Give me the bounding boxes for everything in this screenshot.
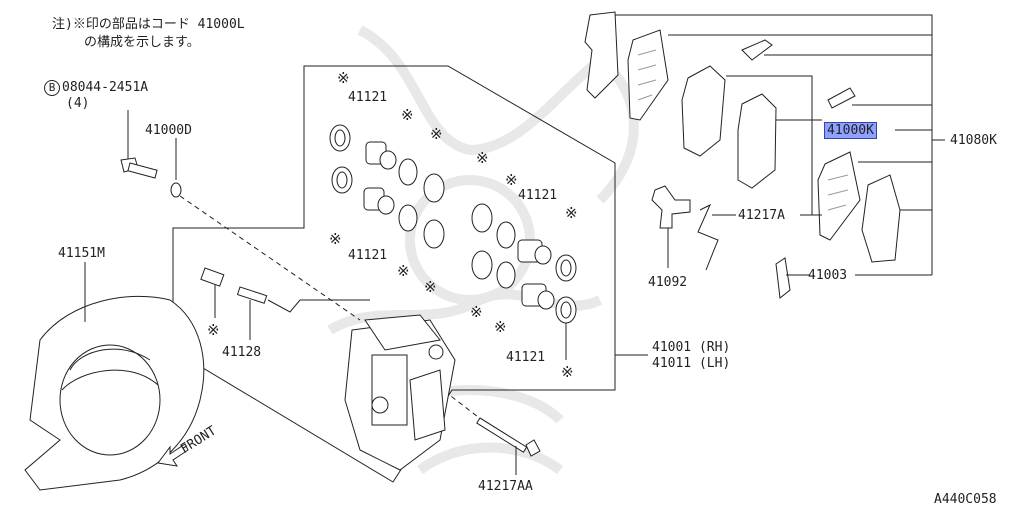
label-41092: 41092 bbox=[648, 275, 688, 290]
pad-inner-2 bbox=[817, 151, 861, 241]
pad-outer-2 bbox=[681, 65, 726, 157]
pad-inner-1 bbox=[737, 93, 777, 189]
label-41080K: 41080K bbox=[950, 133, 997, 148]
asterisk-mark: ※ bbox=[470, 303, 483, 321]
wear-indicator-41003 bbox=[775, 257, 791, 299]
asterisk-mark: ※ bbox=[505, 171, 518, 189]
bolt-dash-line bbox=[179, 195, 361, 321]
bolt-circle-badge: B bbox=[44, 80, 60, 96]
bolt-part-number: 08044-2451A bbox=[62, 80, 149, 95]
asterisk-mark: ※ bbox=[397, 262, 410, 280]
bolt-08044 bbox=[120, 110, 158, 179]
label-41121-right-bottom: 41121 bbox=[506, 350, 546, 365]
pad-outer-1 bbox=[627, 29, 669, 121]
pad-shim-outer bbox=[584, 11, 619, 99]
asterisk-mark: ※ bbox=[494, 318, 507, 336]
asterisk-mark: ※ bbox=[424, 278, 437, 296]
label-41217AA: 41217AA bbox=[478, 479, 533, 494]
asterisk-mark: ※ bbox=[476, 149, 489, 167]
bleeder-41128 bbox=[200, 267, 370, 340]
label-41011-lh: 41011 (LH) bbox=[652, 356, 731, 371]
spring-41092 bbox=[651, 185, 691, 229]
shim-clip-top bbox=[741, 39, 856, 109]
diagram-code: A440C058 bbox=[934, 492, 997, 507]
label-41000D: 41000D bbox=[145, 123, 192, 138]
note-line-1: 注)※印の部品はコード 41000L bbox=[52, 17, 245, 32]
caliper-body bbox=[344, 314, 456, 471]
label-41121-top: 41121 bbox=[348, 90, 388, 105]
label-41128: 41128 bbox=[222, 345, 262, 360]
asterisk-mark: ※ bbox=[329, 230, 342, 248]
label-41217A: 41217A bbox=[738, 208, 785, 223]
label-41003: 41003 bbox=[808, 268, 848, 283]
dust-shield-41151M bbox=[24, 295, 205, 491]
clip-41217A bbox=[697, 203, 719, 271]
leader-lines-right bbox=[615, 14, 945, 276]
bolt-qty: (4) bbox=[66, 96, 90, 111]
label-41001-rh: 41001 (RH) bbox=[652, 340, 731, 355]
pistons-left bbox=[329, 124, 445, 249]
asterisk-mark: ※ bbox=[430, 125, 443, 143]
guide-pin-41217AA bbox=[476, 417, 541, 457]
note-line-2: の構成を示します。 bbox=[84, 35, 200, 50]
washer-41000D bbox=[170, 182, 182, 198]
asterisk-mark: ※ bbox=[561, 363, 574, 381]
asterisk-mark: ※ bbox=[207, 321, 220, 339]
pistons-right bbox=[471, 203, 577, 324]
asterisk-mark: ※ bbox=[565, 204, 578, 222]
label-41151M: 41151M bbox=[58, 246, 105, 261]
asterisk-mark: ※ bbox=[337, 69, 350, 87]
front-arrow-icon bbox=[157, 443, 189, 467]
label-41121-right-top: 41121 bbox=[518, 188, 558, 203]
asterisk-mark: ※ bbox=[401, 106, 414, 124]
caliper-assembly-outline bbox=[172, 65, 616, 483]
label-41121-left: 41121 bbox=[348, 248, 388, 263]
pad-shim-inner bbox=[861, 174, 901, 263]
label-41000K-highlighted[interactable]: 41000K bbox=[824, 122, 877, 139]
